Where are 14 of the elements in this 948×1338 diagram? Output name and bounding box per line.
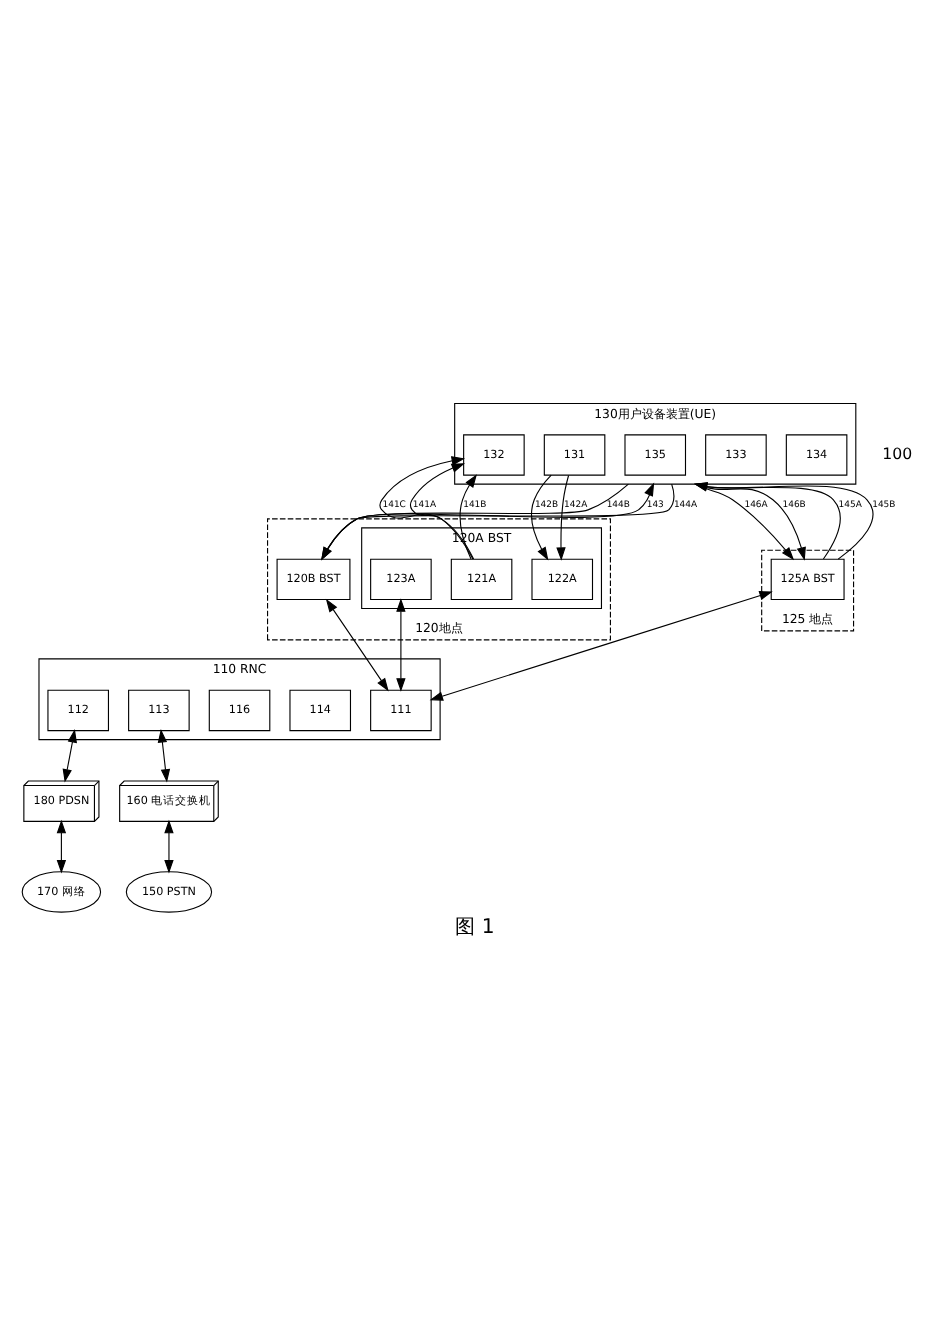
- arrow: [408, 463, 473, 560]
- arrow: [530, 474, 551, 561]
- arrow: [428, 591, 772, 701]
- arrow: [163, 819, 173, 874]
- arrow: [55, 819, 66, 874]
- arrow: [61, 729, 76, 783]
- arrow: [378, 456, 474, 560]
- caption: 图 1: [454, 916, 494, 939]
- arrow: [395, 598, 405, 692]
- arrow: [156, 729, 170, 783]
- arrow: [692, 482, 840, 560]
- arrow: [692, 482, 873, 560]
- arrow: [324, 598, 388, 692]
- arrow: [555, 474, 569, 561]
